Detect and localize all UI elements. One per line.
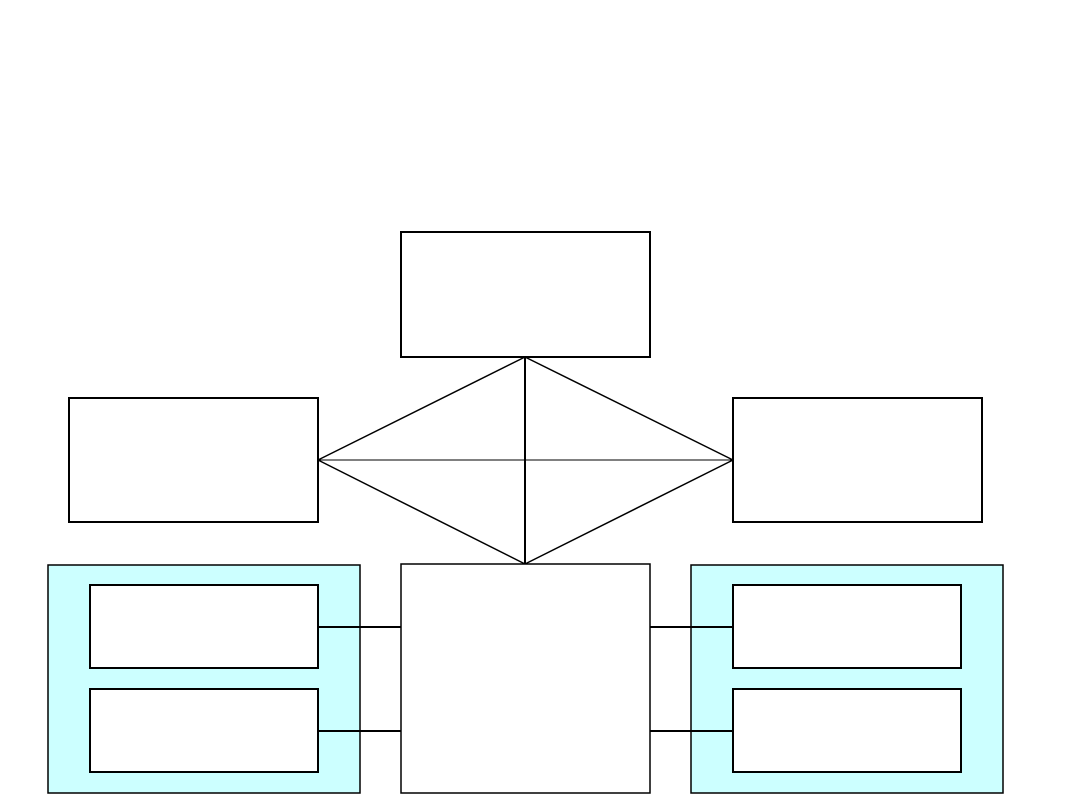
diamond-edge-bottom-left	[317, 459, 526, 565]
group-connectors	[318, 626, 733, 732]
top-box	[400, 231, 651, 358]
right-group-lower-box	[732, 688, 962, 773]
left-group-upper-box	[89, 584, 319, 669]
diamond-edge-top-right	[524, 356, 734, 461]
left-box	[68, 397, 319, 523]
diamond-edge-bottom-right	[524, 459, 734, 565]
diamond-connector	[317, 356, 734, 565]
right-box	[732, 397, 983, 523]
right-group-upper-box	[732, 584, 962, 669]
left-group-lower-box	[89, 688, 319, 773]
center-box	[400, 563, 651, 794]
diamond-edge-top-left	[317, 356, 526, 461]
